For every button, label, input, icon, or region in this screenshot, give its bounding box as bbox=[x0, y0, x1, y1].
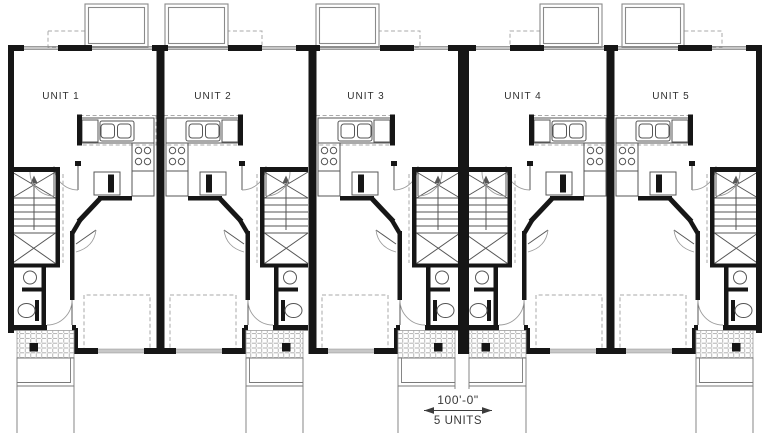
dimension-length-label: 100'-0" bbox=[437, 393, 478, 407]
unit-plans bbox=[8, 45, 762, 433]
unit-5-plan bbox=[610, 45, 762, 433]
unit-1-plan bbox=[8, 45, 160, 433]
party-walls bbox=[8, 45, 762, 354]
unit-4-label: UNIT 4 bbox=[504, 91, 542, 102]
dimension-units-label: 5 UNITS bbox=[434, 415, 482, 427]
deck-outline bbox=[84, 3, 685, 48]
dimension-annotation: 100'-0" 5 UNITS bbox=[424, 389, 522, 433]
upper-decks bbox=[47, 3, 723, 48]
unit-3-label: UNIT 3 bbox=[347, 91, 385, 102]
unit-interior-linework bbox=[8, 45, 160, 433]
unit-4-plan bbox=[460, 45, 612, 433]
unit-5-label: UNIT 5 bbox=[652, 91, 690, 102]
dimension-arrow-right bbox=[482, 407, 492, 414]
dimension-arrow-left bbox=[424, 407, 434, 414]
unit-interior-linework bbox=[312, 45, 464, 433]
unit-interior-linework bbox=[160, 45, 312, 433]
unit-2-label: UNIT 2 bbox=[194, 91, 232, 102]
unit-2-plan bbox=[160, 45, 312, 433]
unit-labels: UNIT 1 UNIT 2 UNIT 3 UNIT 4 UNIT 5 bbox=[42, 91, 690, 102]
unit-interior-linework bbox=[610, 45, 762, 433]
unit-3-plan bbox=[312, 45, 464, 433]
unit-interior-linework bbox=[460, 45, 612, 433]
unit-1-label: UNIT 1 bbox=[42, 91, 80, 102]
